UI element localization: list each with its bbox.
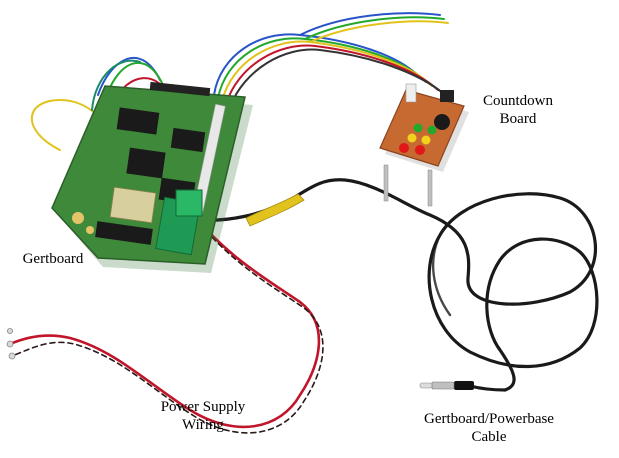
ribbon-wires [213,12,449,108]
countdown-board [379,83,469,207]
cable-label-line2: Cable [471,429,507,445]
power-label-line2: Wiring [182,417,224,433]
power-label-line1: Power Supply [160,399,246,415]
gertboard-label: Gertboard [8,250,98,268]
cable-label-line1: Gertboard/Powerbase [424,411,554,427]
countdown-label-line1: Countdown [482,93,553,109]
gertboard-pcb [51,81,253,273]
gertboard-label-text: Gertboard [22,251,84,267]
countdown-board-label: Countdown Board [470,92,566,128]
countdown-label-line2: Board [499,111,537,127]
yellow-tape [245,193,305,227]
gertboard-powerbase-cable [194,178,599,392]
cable-label: Gertboard/Powerbase Cable [404,410,574,446]
power-supply-label: Power Supply Wiring [140,398,266,434]
power-supply-wiring [6,216,324,434]
